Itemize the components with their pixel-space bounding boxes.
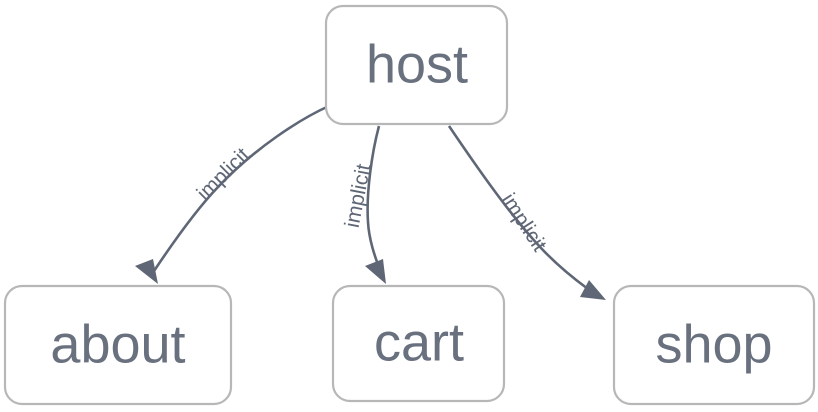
node-cart[interactable]: cart <box>331 284 506 403</box>
node-host-shape <box>324 4 509 126</box>
node-shop-shape <box>612 284 816 406</box>
edge-host-cart-arrowhead <box>365 259 386 284</box>
edge-host-shop[interactable]: implicit <box>447 125 606 300</box>
edge-host-about[interactable]: implicit <box>135 104 330 284</box>
node-about-label: about <box>50 314 185 374</box>
node-about[interactable]: about <box>3 284 233 406</box>
node-shop[interactable]: shop <box>612 284 816 406</box>
node-host-label: host <box>366 34 468 94</box>
edge-host-about-arrowhead <box>135 259 158 284</box>
node-group: host about cart shop <box>3 4 816 406</box>
edge-host-about-label: implicit <box>193 143 255 205</box>
edge-host-cart-label: implicit <box>341 162 376 230</box>
node-shop-label: shop <box>655 314 772 374</box>
edge-group: implicit implicit implicit <box>135 104 606 300</box>
edge-host-cart-path <box>366 125 382 271</box>
edge-host-shop-arrowhead <box>580 280 606 300</box>
node-cart-label: cart <box>374 312 464 372</box>
edge-host-about-path <box>152 104 330 272</box>
node-about-shape <box>3 284 233 406</box>
edge-host-cart[interactable]: implicit <box>341 125 386 284</box>
node-cart-shape <box>331 284 506 403</box>
edge-host-shop-label: implicit <box>497 189 551 255</box>
edge-host-shop-path <box>447 125 589 291</box>
node-host[interactable]: host <box>324 4 509 126</box>
